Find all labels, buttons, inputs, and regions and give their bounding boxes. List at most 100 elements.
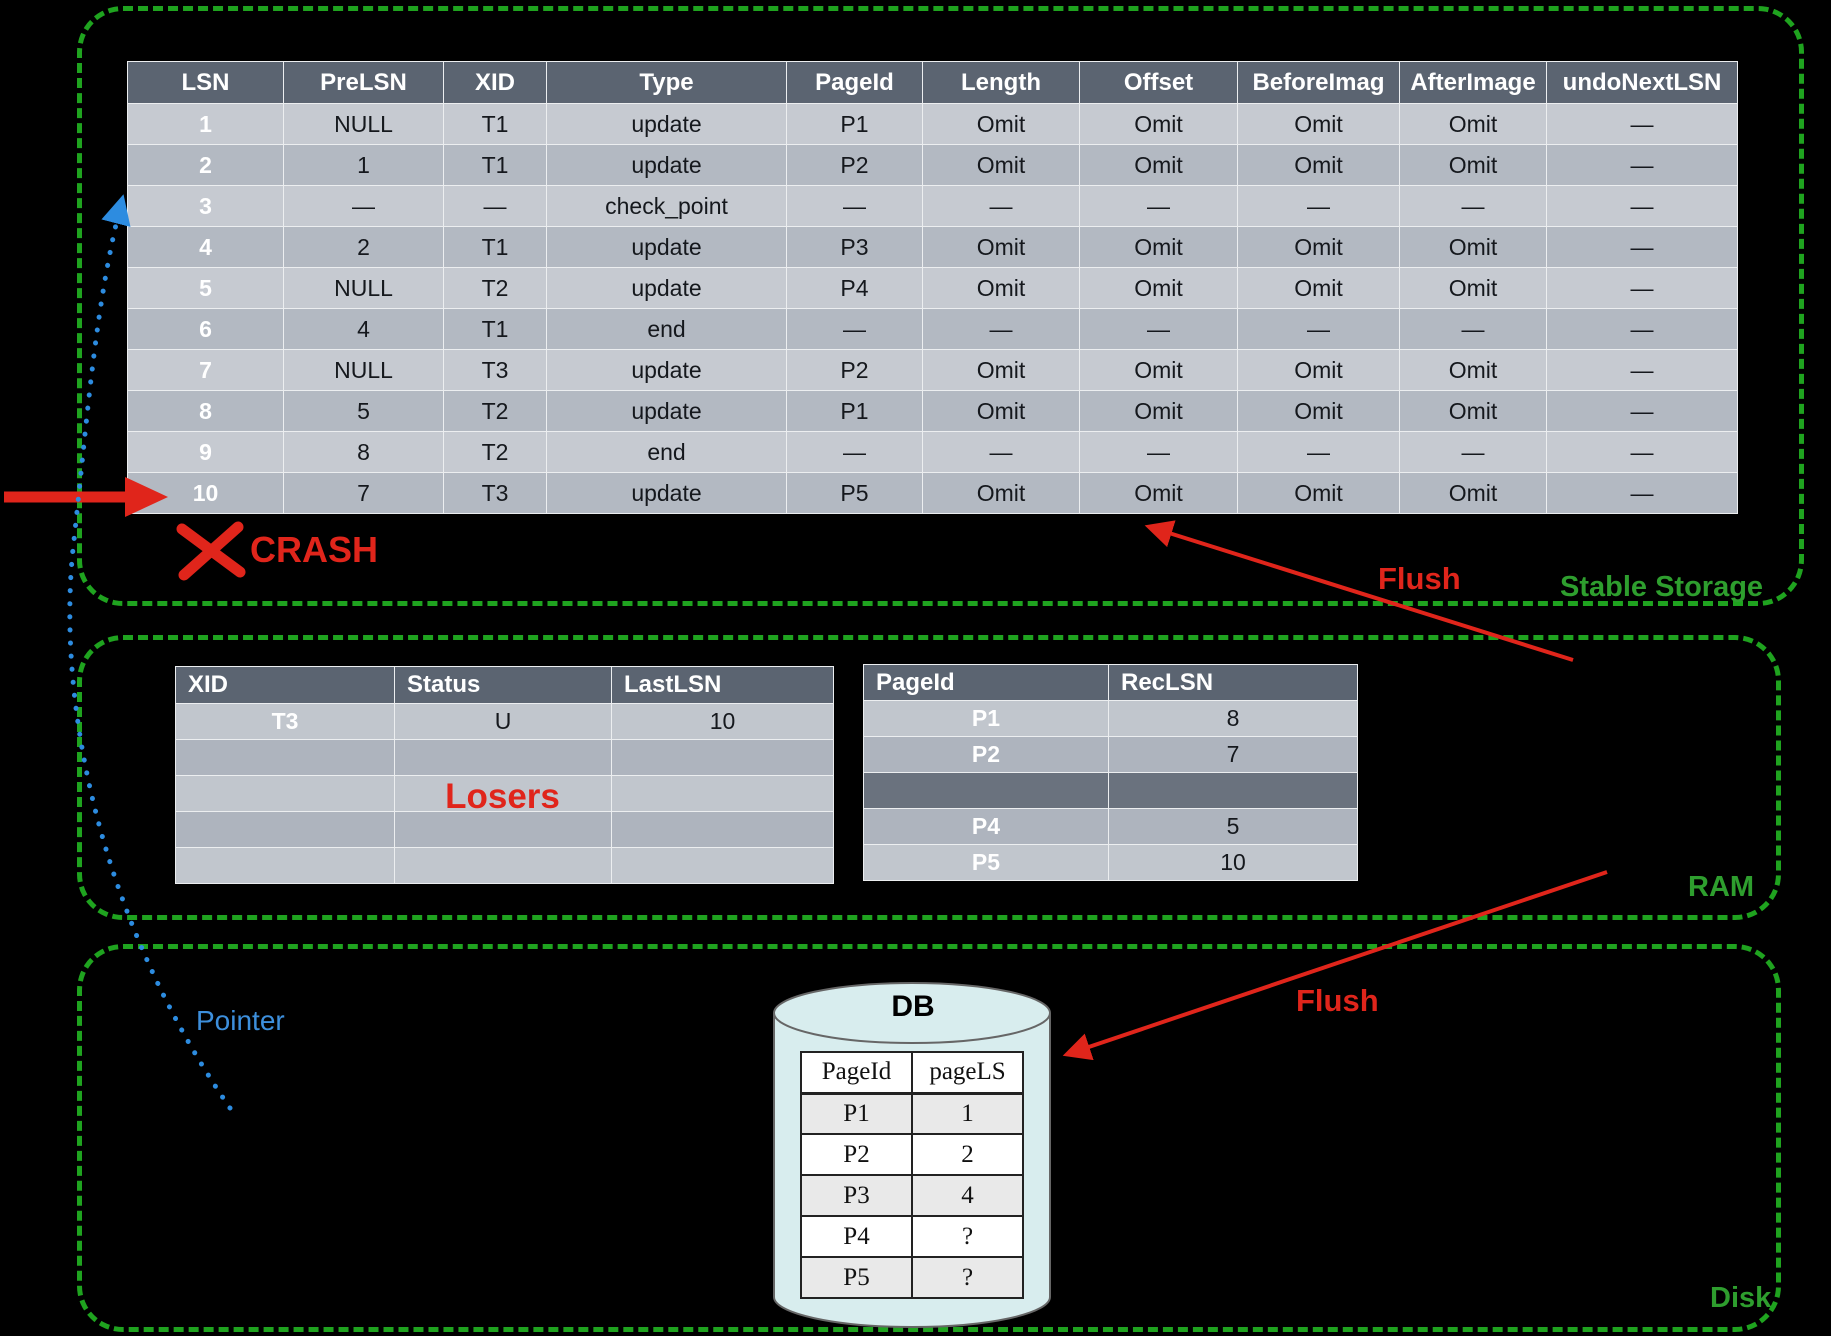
table-cell: 3 [127, 185, 284, 227]
table-row [175, 739, 834, 776]
table-cell: Omit [922, 390, 1080, 432]
table-cell: — [1399, 185, 1547, 227]
table-cell: 1 [127, 103, 284, 145]
table-cell: — [1546, 308, 1738, 350]
table-cell [175, 739, 395, 776]
table-cell: Omit [1399, 349, 1547, 391]
table-cell: Omit [922, 349, 1080, 391]
column-header: Offset [1079, 61, 1238, 104]
table-row: 3——check_point—————— [127, 185, 1738, 227]
table-cell: Omit [1237, 103, 1400, 145]
table-cell: T3 [443, 349, 547, 391]
table-cell: — [1079, 431, 1238, 473]
table-cell: T3 [175, 703, 395, 740]
table-cell: P4 [863, 808, 1109, 845]
table-cell: 10 [1108, 844, 1358, 881]
table-cell: Omit [1399, 103, 1547, 145]
table-cell [394, 775, 612, 812]
table-cell: P3 [800, 1174, 913, 1217]
table-cell: P1 [786, 390, 923, 432]
table-cell: 9 [127, 431, 284, 473]
crash-label: CRASH [250, 529, 379, 570]
table-cell: 8 [1108, 700, 1358, 737]
table-cell: P2 [863, 736, 1109, 773]
table-cell: check_point [546, 185, 787, 227]
flush-log-label: Flush [1378, 561, 1461, 596]
table-cell [175, 775, 395, 812]
table-cell: T1 [443, 144, 547, 186]
table-cell: P1 [863, 700, 1109, 737]
table-cell [394, 847, 612, 884]
table-cell: 5 [283, 390, 444, 432]
table-cell: — [786, 185, 923, 227]
table-cell: Omit [1399, 472, 1547, 514]
table-cell: — [922, 185, 1080, 227]
table-cell: — [1546, 349, 1738, 391]
table-cell: Omit [1237, 144, 1400, 186]
table-cell: ? [911, 1256, 1024, 1299]
table-cell: U [394, 703, 612, 740]
table-cell: NULL [283, 349, 444, 391]
table-cell: 5 [127, 267, 284, 309]
column-header: Type [546, 61, 787, 104]
table-cell: update [546, 144, 787, 186]
table-cell: Omit [1237, 267, 1400, 309]
table-cell: — [283, 185, 444, 227]
pointer-label: Pointer [196, 1005, 285, 1036]
table-cell: 4 [127, 226, 284, 268]
table-cell: — [443, 185, 547, 227]
table-cell: Omit [1399, 226, 1547, 268]
table-cell: — [1546, 472, 1738, 514]
table-cell: Omit [1079, 390, 1238, 432]
table-cell: — [1237, 431, 1400, 473]
table-cell: Omit [922, 103, 1080, 145]
table-cell: P2 [786, 144, 923, 186]
table-row: P4? [800, 1215, 1024, 1258]
table-cell: T1 [443, 226, 547, 268]
table-cell: 10 [611, 703, 834, 740]
ram-label: RAM [1688, 871, 1755, 903]
table-cell: — [1546, 226, 1738, 268]
db-title-label: DB [891, 990, 935, 1023]
table-cell: — [1079, 308, 1238, 350]
table-cell: 4 [283, 308, 444, 350]
table-cell: 2 [283, 226, 444, 268]
table-cell: — [1546, 390, 1738, 432]
table-row [175, 847, 834, 884]
table-cell: Omit [922, 267, 1080, 309]
column-header: undoNextLSN [1546, 61, 1738, 104]
table-cell: P1 [800, 1092, 913, 1135]
table-cell: — [1546, 267, 1738, 309]
disk-region [77, 944, 1781, 1332]
table-cell [611, 811, 834, 848]
table-cell: — [786, 431, 923, 473]
column-header: Status [394, 666, 612, 704]
table-cell: update [546, 226, 787, 268]
table-cell: Omit [922, 144, 1080, 186]
table-cell: ? [911, 1215, 1024, 1258]
table-cell: 7 [283, 472, 444, 514]
table-cell: — [922, 308, 1080, 350]
table-cell [611, 847, 834, 884]
table-cell: T2 [443, 267, 547, 309]
table-cell: 4 [911, 1174, 1024, 1217]
column-header: Length [922, 61, 1080, 104]
table-cell: Omit [1237, 472, 1400, 514]
table-cell: — [1237, 308, 1400, 350]
column-header: LastLSN [611, 666, 834, 704]
table-cell: 7 [1108, 736, 1358, 773]
column-header: BeforeImag [1237, 61, 1400, 104]
table-cell: 1 [283, 144, 444, 186]
